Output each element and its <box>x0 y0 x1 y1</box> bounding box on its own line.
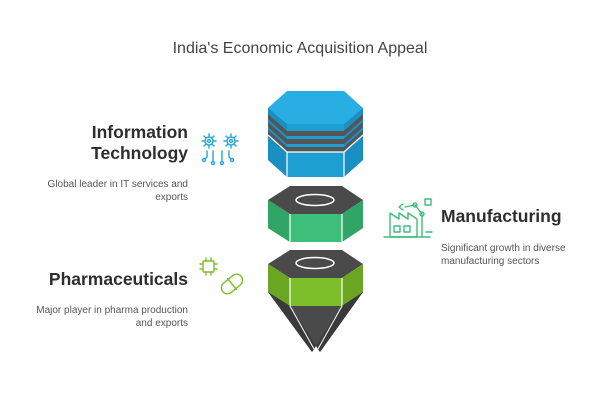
gears-circuit-icon <box>201 133 239 166</box>
factory-icon <box>383 198 433 238</box>
it-tower-segment <box>267 91 364 177</box>
it-band-3 <box>268 130 363 152</box>
manufacturing-description: Significant growth in diverse manufactur… <box>441 242 591 268</box>
chip-pill-icon <box>199 257 244 295</box>
it-description-line-1: Global leader in IT services and <box>47 179 188 190</box>
it-heading-line-1: Information <box>91 122 188 142</box>
pharmaceuticals-nut-body <box>268 264 363 306</box>
pharmaceuticals-cone <box>268 292 363 352</box>
it-description: Global leader in IT services and exports <box>18 178 188 204</box>
pharmaceuticals-tower-segment <box>268 250 363 352</box>
pharmaceuticals-description-line-2: and exports <box>135 318 188 329</box>
pharmaceuticals-description: Major player in pharma production and ex… <box>0 304 188 330</box>
pharmaceuticals-heading: Pharmaceuticals <box>48 269 188 289</box>
it-band-2 <box>268 122 363 144</box>
manufacturing-tower-segment <box>268 186 363 242</box>
pharmaceuticals-description-line-1: Major player in pharma production <box>36 305 188 316</box>
manufacturing-description-line-2: manufacturing sectors <box>441 256 540 267</box>
it-band-1 <box>268 114 363 136</box>
diagram-title: India's Economic Acquisition Appeal <box>172 40 428 57</box>
it-segment-top <box>268 91 363 124</box>
manufacturing-nut-body <box>268 200 363 242</box>
manufacturing-description-line-1: Significant growth in diverse <box>441 243 566 254</box>
manufacturing-heading: Manufacturing <box>441 206 562 226</box>
it-heading-line-2: Technology <box>91 143 188 163</box>
it-description-line-2: exports <box>155 192 188 203</box>
manufacturing-nut-hole <box>295 193 335 207</box>
pharmaceuticals-nut-hole <box>295 256 335 270</box>
it-heading: Information Technology <box>28 122 188 164</box>
